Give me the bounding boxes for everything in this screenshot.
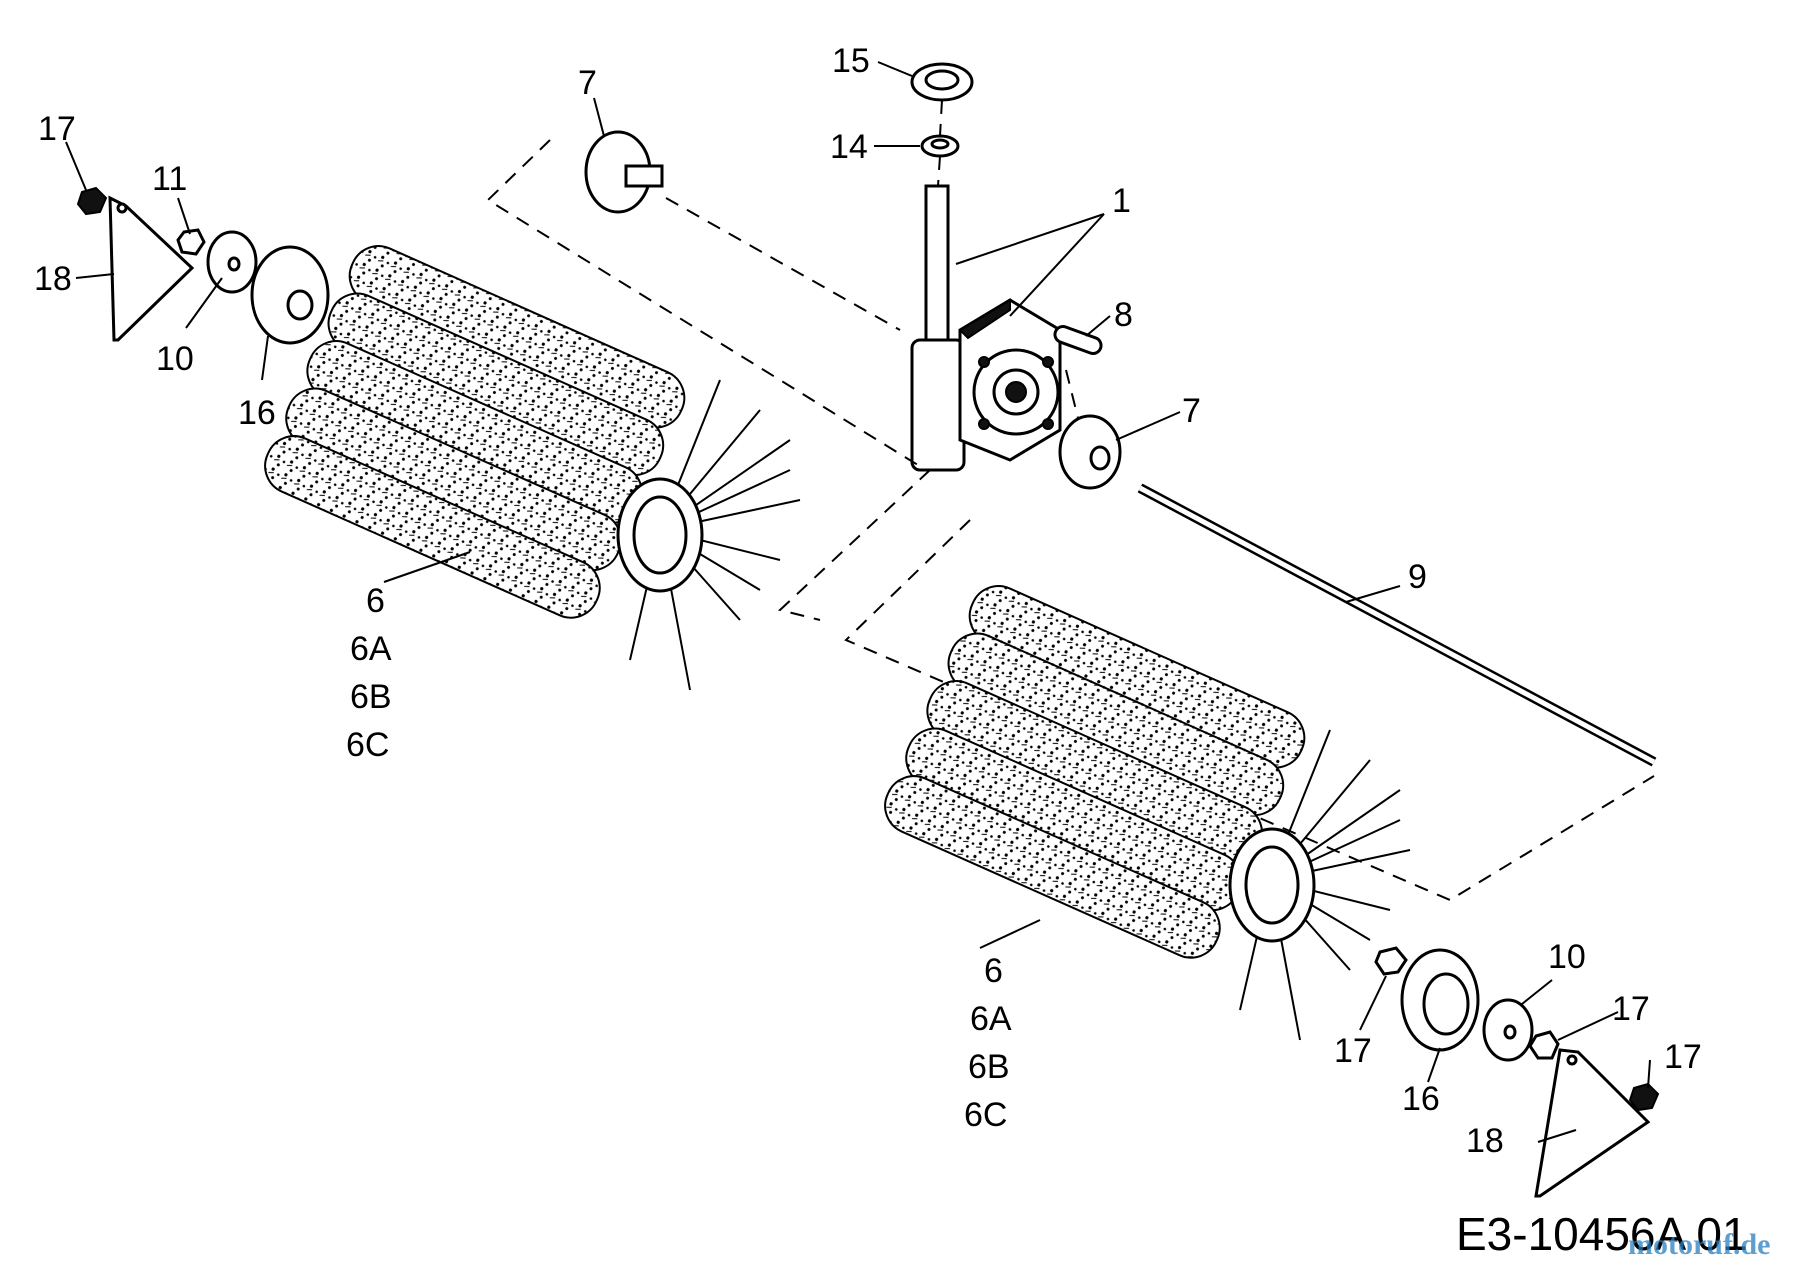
gearbox-housing — [910, 184, 1062, 472]
callout-6b-right: 6B — [968, 1048, 1010, 1086]
right-flange-7 — [1058, 414, 1122, 490]
right-nut-17-inner — [1374, 946, 1408, 976]
right-bracket — [1534, 1048, 1651, 1198]
left-flange-7 — [584, 130, 664, 214]
callout-18-left: 18 — [34, 260, 72, 298]
left-nut-11 — [176, 228, 206, 256]
leader-lines — [65, 61, 1651, 1143]
left-bracket — [108, 195, 195, 342]
right-end-cap — [1400, 948, 1480, 1052]
top-bearing-seal — [910, 62, 974, 102]
callout-15: 15 — [832, 42, 870, 80]
callout-17-right: 17 — [1612, 990, 1650, 1028]
callout-6b-left: 6B — [350, 678, 392, 716]
callout-16-right: 16 — [1402, 1080, 1440, 1118]
right-nut-17 — [1528, 1030, 1560, 1060]
callout-labels: 17 11 18 10 16 7 15 14 1 8 7 9 6 6A 6B 6… — [34, 42, 1770, 1261]
callout-7-right: 7 — [1182, 392, 1201, 430]
callout-6c-left: 6C — [346, 726, 389, 764]
right-nut-17-outer — [1628, 1082, 1660, 1112]
document-code: E3-10456A 01 — [1456, 1208, 1748, 1260]
callout-6-right: 6 — [984, 952, 1003, 990]
callout-18-right: 18 — [1466, 1122, 1504, 1160]
drive-shaft-9 — [1137, 483, 1657, 767]
callout-7-left: 7 — [578, 64, 597, 102]
callout-1: 1 — [1112, 182, 1131, 220]
callout-9: 9 — [1408, 558, 1427, 596]
callout-16-left: 16 — [238, 394, 276, 432]
watermark: motoruf.de — [1628, 1228, 1770, 1261]
callout-6a-right: 6A — [970, 1000, 1012, 1038]
left-brush-roll — [264, 245, 801, 691]
left-end-cap — [250, 245, 330, 345]
right-washer — [1482, 998, 1534, 1062]
left-washer — [206, 230, 258, 294]
callout-8: 8 — [1114, 296, 1133, 334]
callout-6-left: 6 — [366, 582, 385, 620]
right-brush-roll — [884, 585, 1411, 1041]
callout-17-left: 17 — [38, 110, 76, 148]
callout-10-left: 10 — [156, 340, 194, 378]
callout-6a-left: 6A — [350, 630, 392, 668]
top-bearing — [920, 134, 960, 158]
shaft-key — [1053, 325, 1103, 355]
callout-17-right-outer: 17 — [1664, 1038, 1702, 1076]
callout-10-right: 10 — [1548, 938, 1586, 976]
callout-14: 14 — [830, 128, 868, 166]
left-nut-17 — [76, 186, 108, 216]
callout-11-left: 11 — [152, 160, 187, 198]
assembly-dashed-lines — [486, 139, 1655, 902]
callout-17-right-inner: 17 — [1334, 1032, 1372, 1070]
callout-6c-right: 6C — [964, 1096, 1007, 1134]
